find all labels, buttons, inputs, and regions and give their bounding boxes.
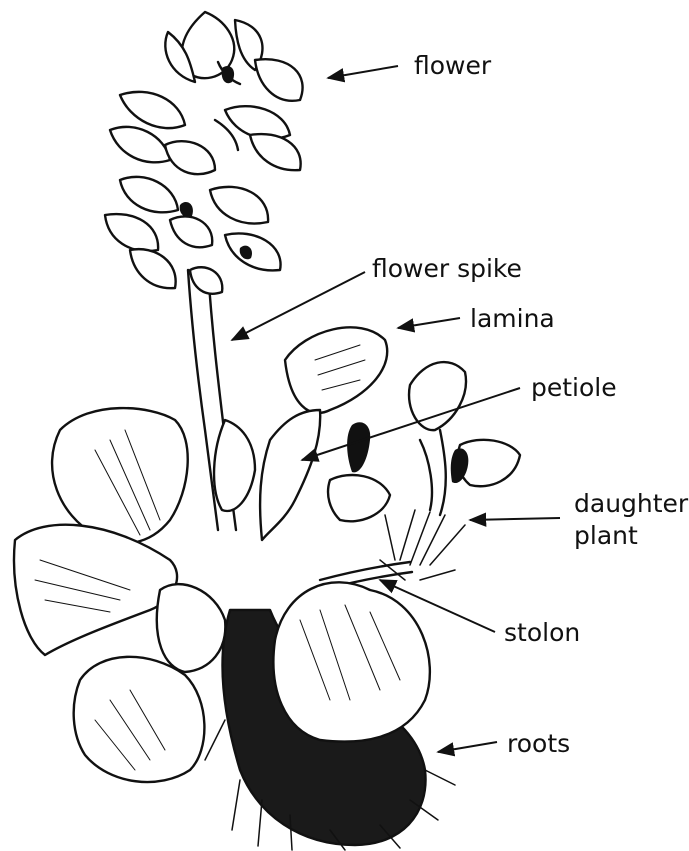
label-roots: roots <box>507 730 570 758</box>
label-flower: flower <box>414 52 491 80</box>
label-petiole: petiole <box>531 374 617 402</box>
arrow-icon <box>470 518 560 520</box>
leaf-left-lower <box>74 657 205 782</box>
flower-cluster <box>105 12 303 294</box>
label-lamina: lamina <box>470 305 555 333</box>
arrow-icon <box>328 66 398 78</box>
label-daughter-line2: plant <box>574 520 688 552</box>
arrow-icon <box>438 742 497 752</box>
label-daughter-plant: daughter plant <box>574 488 688 552</box>
leaf-left-middle <box>14 525 177 655</box>
label-daughter-line1: daughter <box>574 488 688 520</box>
leaf-left-upper <box>52 408 188 543</box>
label-flower-spike: flower spike <box>372 255 522 283</box>
arrow-icon <box>398 318 460 328</box>
label-stolon: stolon <box>504 619 580 647</box>
leaf-right-lower <box>273 582 429 741</box>
